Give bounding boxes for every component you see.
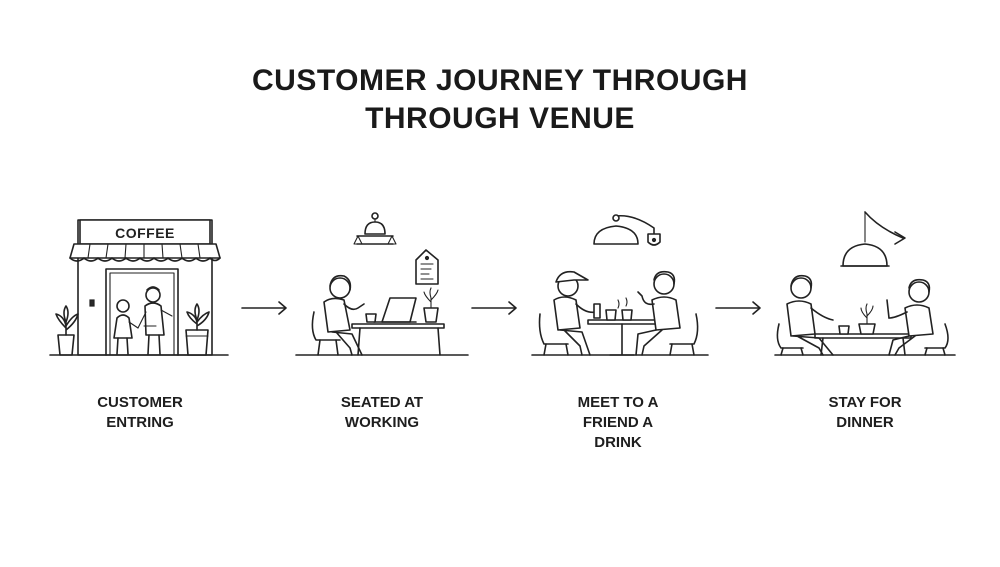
caption-dinner: STAY FOR DINNER (765, 393, 965, 433)
caption-line: WORKING (344, 414, 420, 431)
stage-entering: COFFEE (49, 200, 230, 370)
person-working-laptop-icon (295, 212, 469, 356)
diagram-title: CUSTOMER JOURNEY THROUGH THROUGH VENUE (0, 62, 1000, 138)
title-line-2: THROUGH VENUE (365, 102, 635, 135)
friends-drinking-icon (531, 214, 709, 356)
caption-line: DINNER (836, 414, 894, 431)
friends-dining-icon (774, 211, 956, 356)
caption-line: MEET TO A (577, 394, 659, 411)
stage-dinner (774, 200, 956, 370)
caption-working: SEATED AT WORKING (282, 393, 482, 433)
caption-drink: MEET TO A FRIEND A DRINK (518, 393, 718, 453)
caption-line: DRINK (594, 434, 642, 451)
right-arrow-icon (715, 301, 761, 315)
title-line-1: CUSTOMER JOURNEY THROUGH (252, 64, 748, 97)
stage-working (292, 200, 472, 370)
caption-line: ENTRING (106, 414, 174, 431)
coffee-sign-text: COFFEE (115, 225, 175, 241)
caption-entering: CUSTOMER ENTRING (40, 393, 240, 433)
right-arrow-icon (241, 301, 287, 315)
caption-line: CUSTOMER (97, 394, 183, 411)
right-arrow-icon (471, 301, 517, 315)
stage-drink (530, 200, 710, 370)
caption-line: FRIEND A (582, 414, 654, 431)
cafe-storefront-icon: COFFEE (49, 219, 229, 356)
caption-line: STAY FOR (828, 394, 902, 411)
caption-line: SEATED AT (340, 394, 424, 411)
